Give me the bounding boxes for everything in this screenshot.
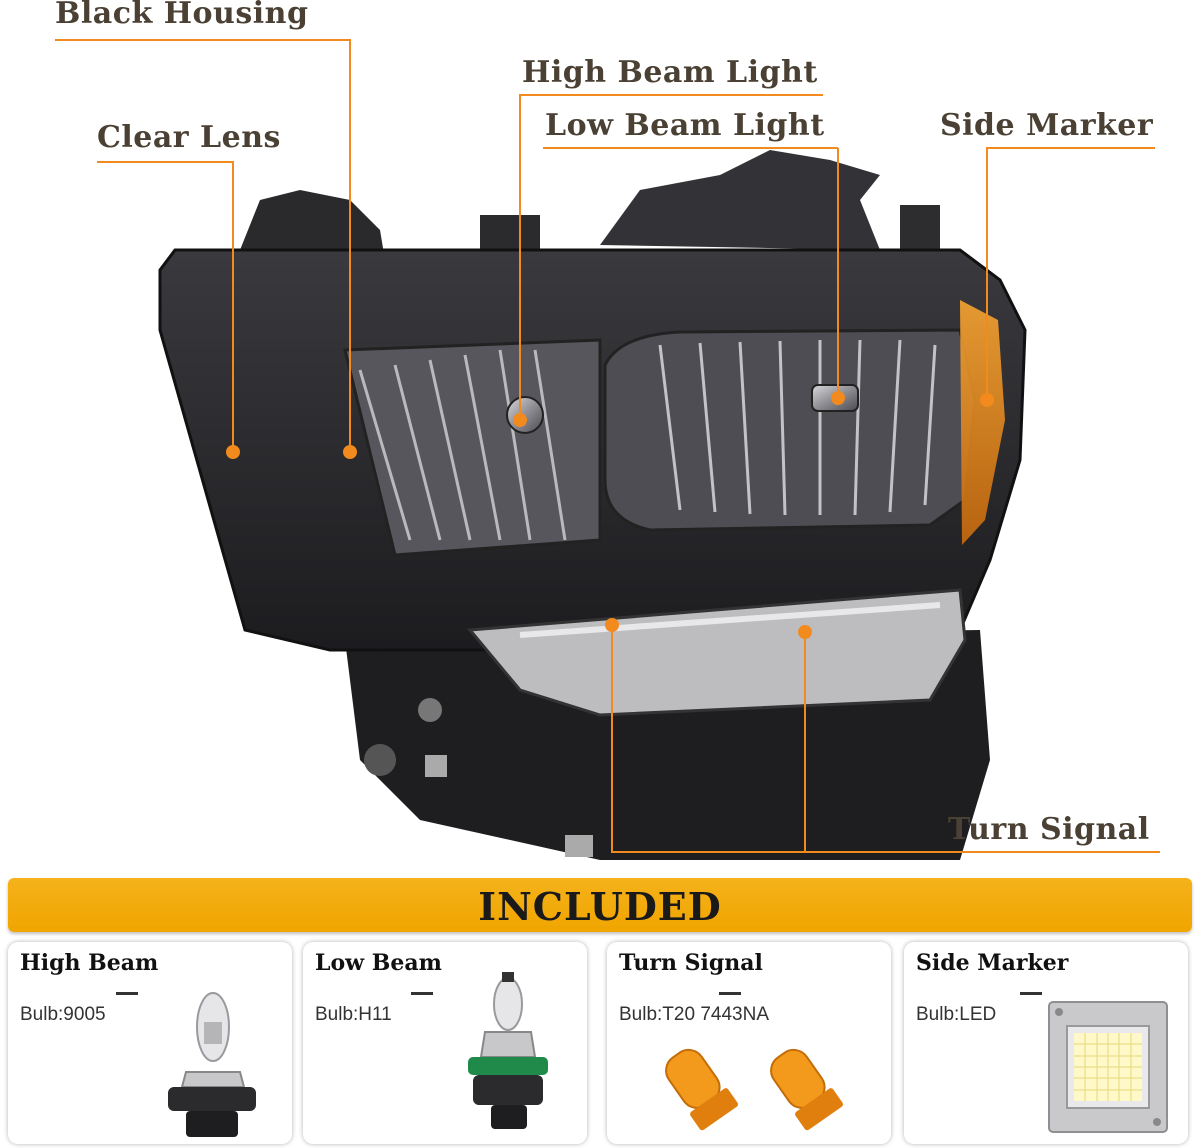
low-beam-leader: [543, 147, 839, 398]
card-title: Side Marker: [916, 950, 1069, 976]
label-black-housing: Black Housing: [55, 0, 309, 31]
led-chip-icon: [1048, 1001, 1168, 1133]
bulb-t20-icon: [665, 1048, 844, 1131]
label-turn-signal: Turn Signal: [948, 812, 1150, 847]
included-card-low-beam: Low Beam Bulb:H11: [303, 942, 587, 1144]
included-title: INCLUDED: [478, 884, 722, 929]
side-marker-leader: [986, 147, 1155, 400]
label-low-beam-light: Low Beam Light: [545, 108, 825, 143]
card-bulb-type: Bulb:LED: [916, 1004, 997, 1025]
included-banner: INCLUDED: [8, 878, 1192, 932]
included-card-side-marker: Side Marker Bulb:LED: [904, 942, 1188, 1144]
label-clear-lens: Clear Lens: [97, 120, 281, 155]
card-bulb-type: Bulb:9005: [20, 1004, 106, 1025]
included-card-turn-signal: Turn Signal Bulb:T20 7443NA: [607, 942, 891, 1144]
card-title: Turn Signal: [619, 950, 763, 976]
card-bulb-type: Bulb:H11: [315, 1004, 392, 1025]
card-title: High Beam: [20, 950, 159, 976]
high-beam-leader: [519, 94, 823, 420]
turn-signal-leader: [611, 625, 1160, 853]
card-divider: [1020, 992, 1042, 995]
headlamp-image: [158, 150, 1027, 860]
callout-leaders: [55, 39, 1160, 853]
turn-signal-dot-left: [605, 618, 619, 632]
turn-signal-dot-right: [798, 625, 812, 639]
bulb-h11-icon: [468, 972, 548, 1129]
card-bulb-type: Bulb:T20 7443NA: [619, 1004, 769, 1025]
label-side-marker: Side Marker: [940, 108, 1154, 143]
side-marker-dot: [980, 393, 994, 407]
label-high-beam-light: High Beam Light: [522, 55, 818, 90]
clear-lens-leader: [97, 161, 234, 452]
high-beam-dot: [513, 413, 527, 427]
low-beam-dot: [831, 391, 845, 405]
card-divider: [116, 992, 138, 995]
included-card-high-beam: High Beam Bulb:9005: [8, 942, 292, 1144]
card-divider: [411, 992, 433, 995]
bulb-9005-icon: [168, 992, 256, 1137]
black-housing-leader: [55, 39, 351, 452]
card-title: Low Beam: [315, 950, 442, 976]
black-housing-dot: [343, 445, 357, 459]
clear-lens-dot: [226, 445, 240, 459]
card-divider: [719, 992, 741, 995]
